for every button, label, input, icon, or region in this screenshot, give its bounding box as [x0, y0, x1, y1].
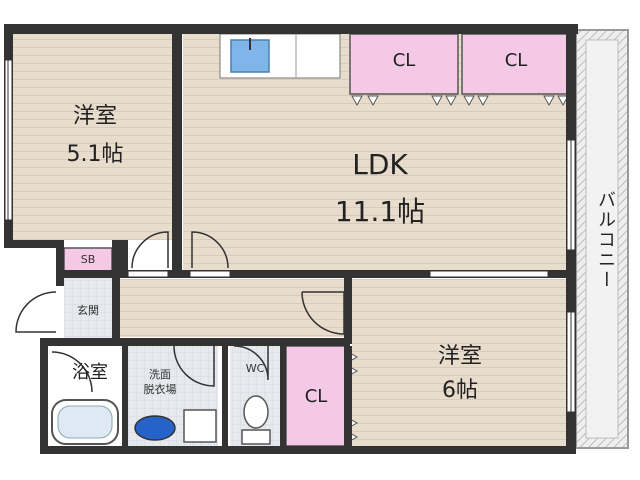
- toilet-bowl: [243, 395, 269, 429]
- bathroom-label: 浴室: [72, 362, 108, 383]
- shoe-box-label: SB: [80, 253, 96, 266]
- western-room-2-size: 6帖: [442, 378, 478, 403]
- ldk-name: LDK: [352, 148, 408, 181]
- ldk-size: 11.1帖: [334, 195, 426, 228]
- washing-machine: [183, 409, 217, 443]
- western-room-1-floor: [12, 32, 177, 240]
- toilet-label: WC: [245, 362, 265, 375]
- washbasin: [134, 415, 176, 441]
- western-room-2-floor: [352, 279, 570, 449]
- closet-top-right: [461, 33, 571, 95]
- toilet-tank: [241, 429, 271, 445]
- washroom-label-line1: 洗面: [149, 368, 171, 381]
- closet-top-left-label: CL: [392, 50, 416, 71]
- balcony-label: バルコニー: [595, 190, 616, 290]
- entrance-label: 玄関: [77, 304, 99, 317]
- western-room-1-name: 洋室: [72, 104, 117, 129]
- entrance-floor: [64, 276, 116, 338]
- closet-top-right-label: CL: [504, 50, 528, 71]
- hall-floor: [118, 279, 346, 337]
- closet-bottom-label: CL: [304, 386, 328, 407]
- closet-top-left: [349, 33, 459, 95]
- washroom-label-line2: 脱衣場: [143, 383, 177, 396]
- western-room-2-name: 洋室: [437, 344, 482, 369]
- western-room-1-size: 5.1帖: [66, 142, 124, 167]
